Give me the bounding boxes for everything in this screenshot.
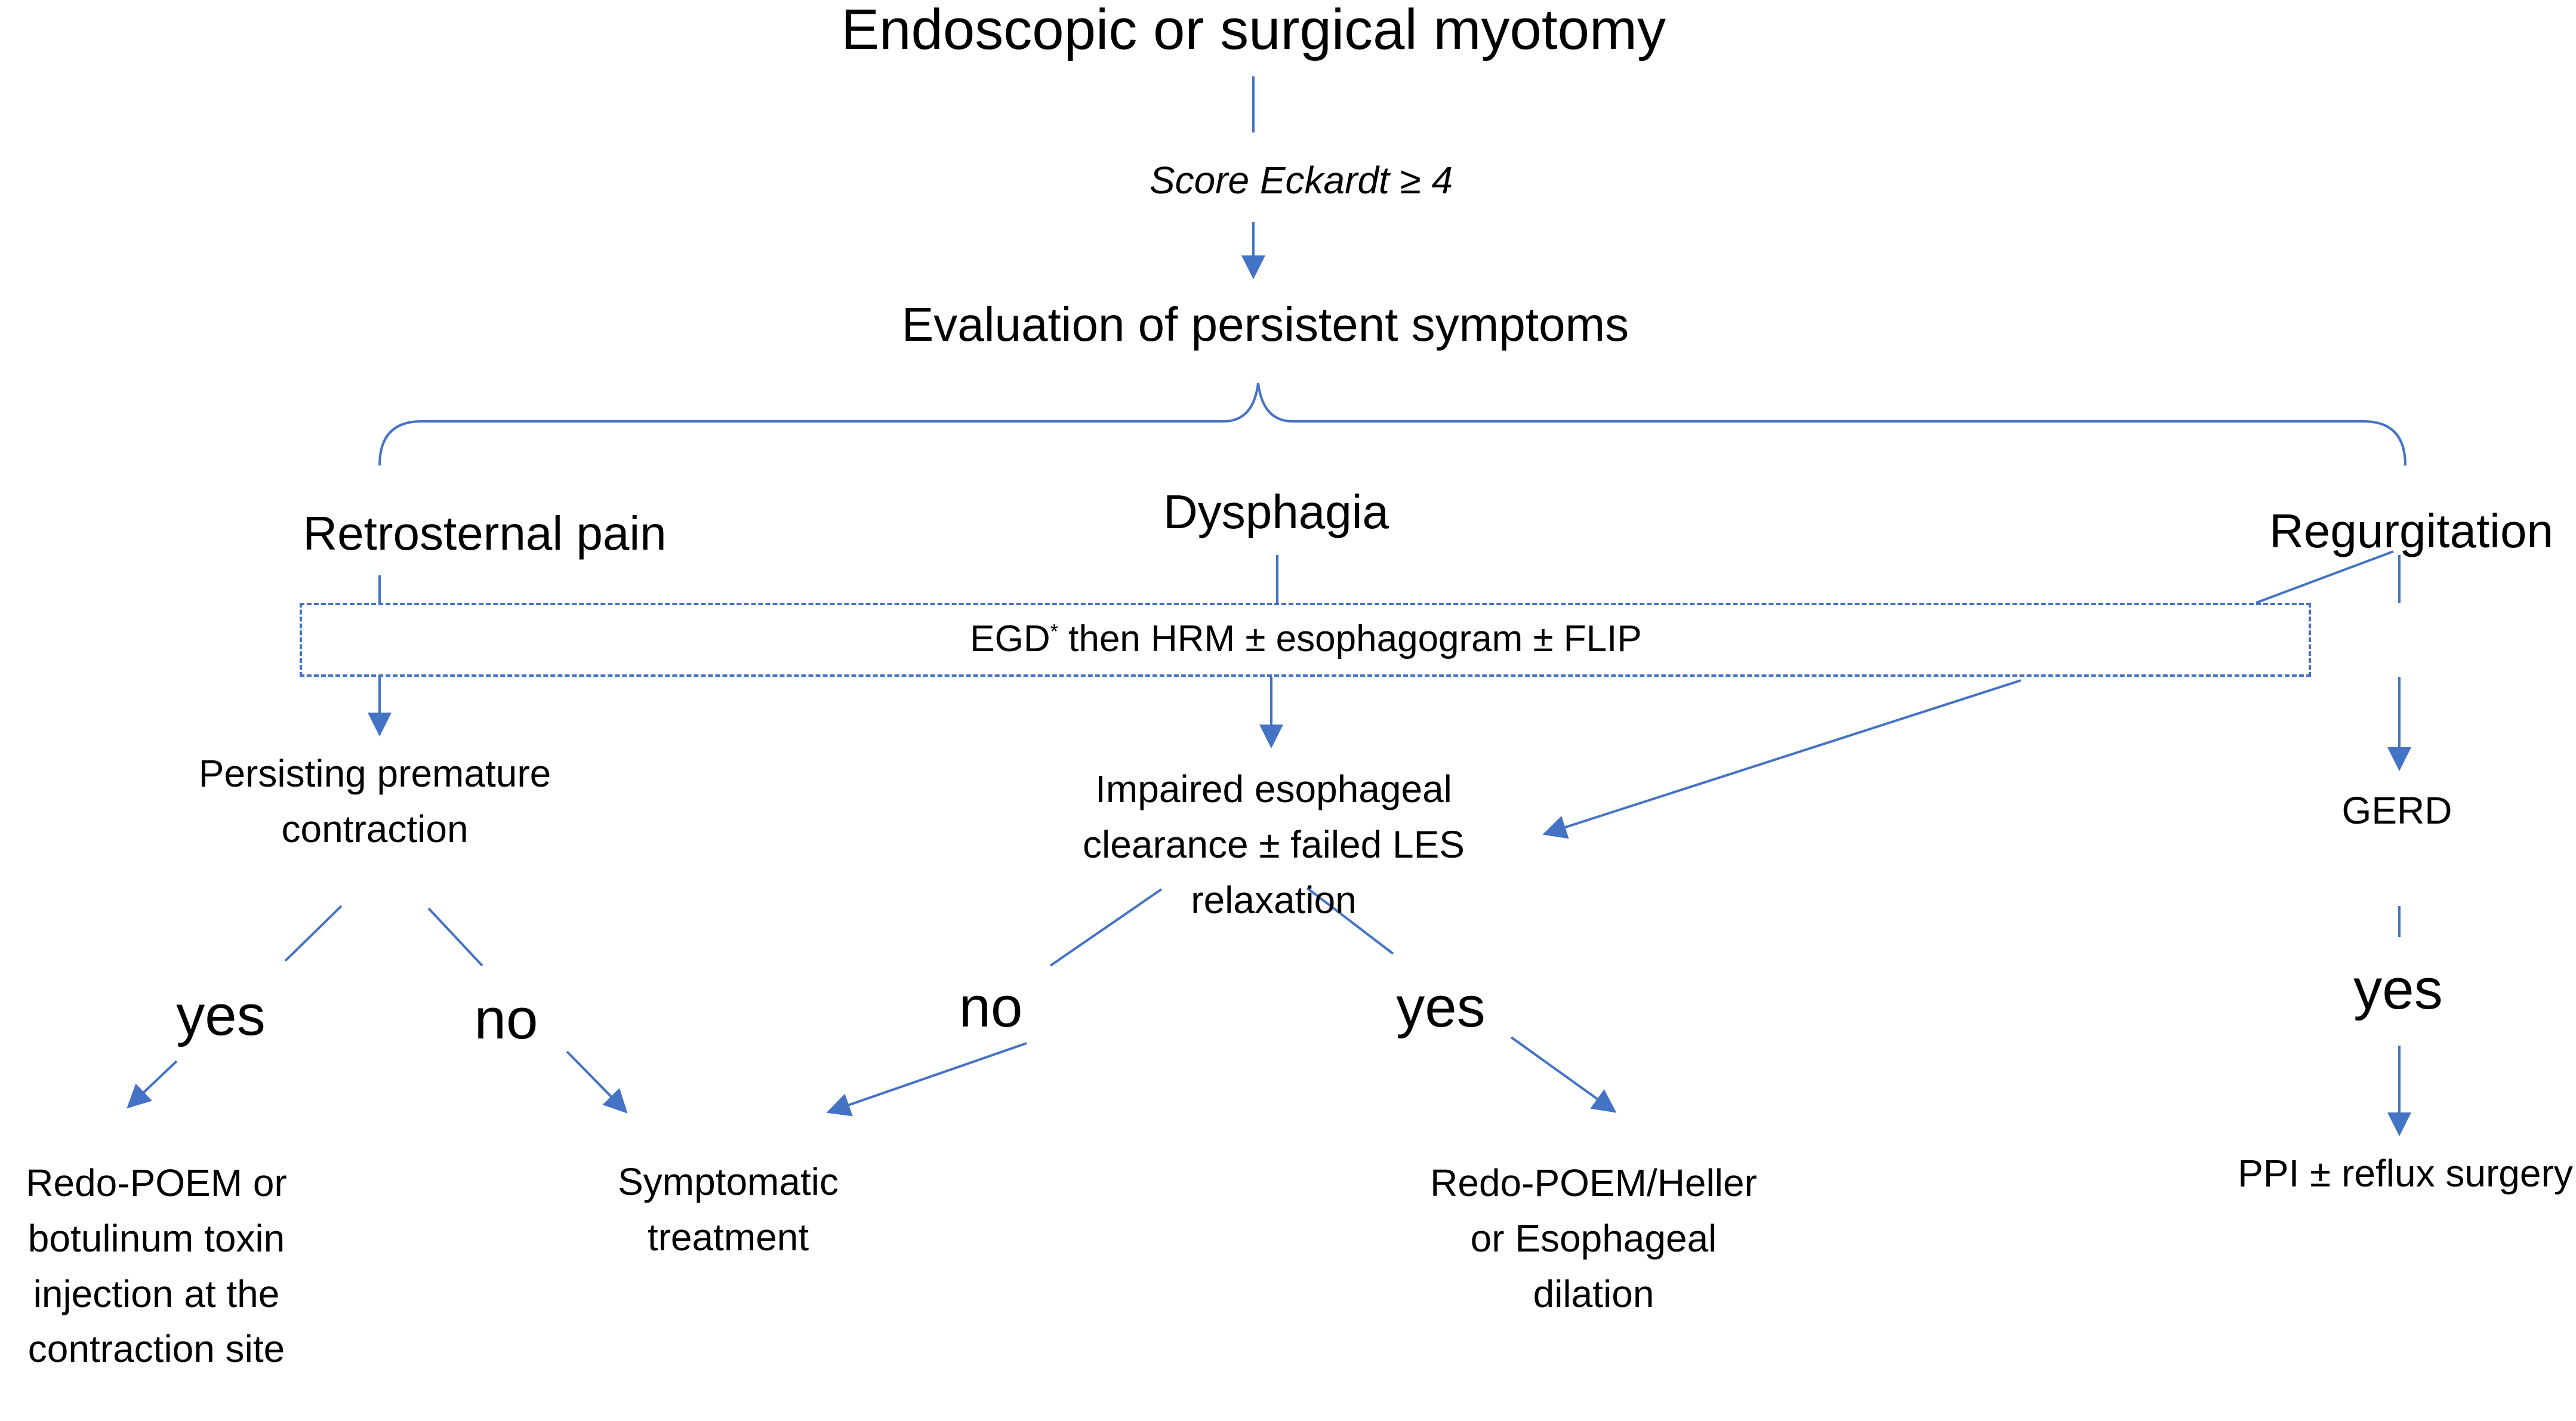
line-impaired-to-yes — [1306, 887, 1394, 955]
arrow-no-to-symptomatic-center — [826, 1042, 1027, 1117]
finding-gerd: GERD — [2341, 789, 2452, 832]
symptom-regurgitation: Regurgitation — [2269, 504, 2553, 557]
workup-box — [300, 603, 2311, 677]
branch-center-no: no — [959, 975, 1023, 1039]
line-premature-to-no — [427, 907, 483, 967]
branch-left-yes: yes — [176, 984, 266, 1047]
outcome-ppi-reflux-surgery: PPI ± reflux surgery — [2238, 1152, 2573, 1195]
line-impaired-to-no — [1049, 888, 1163, 967]
finding-impaired-clearance: Impaired esophageal clearance ± failed L… — [1083, 767, 1465, 921]
outcome-symptomatic-treatment: Symptomatic treatment — [618, 1160, 839, 1259]
score-label: Score Eckardt ≥ 4 — [1149, 159, 1453, 202]
arrow-workup-cross-to-impaired-clearance — [1542, 679, 2022, 839]
arrow-yes-to-redo-poem-botox — [127, 1060, 178, 1109]
outcome-redo-poem-botox: Redo-POEM or botulinum toxin injection a… — [26, 1161, 287, 1371]
branch-left-no: no — [474, 987, 538, 1051]
workup-rest: then HRM ± esophagogram ± FLIP — [1058, 618, 1642, 659]
arrow-yes-to-redo-heller — [1510, 1036, 1617, 1113]
diagram-title: Endoscopic or surgical myotomy — [841, 0, 1666, 61]
line-premature-to-yes — [284, 905, 343, 962]
workup-footnote-mark: * — [1050, 620, 1058, 643]
branch-right-yes: yes — [2353, 957, 2443, 1021]
workup-text: EGD* then HRM ± esophagogram ± FLIP — [970, 617, 1641, 661]
symptom-brace — [378, 383, 2406, 466]
arrow-no-to-symptomatic-left — [566, 1050, 628, 1114]
connector-regurgitation-diagonal — [2255, 550, 2394, 604]
workup-prefix: EGD — [970, 618, 1050, 659]
branch-center-yes: yes — [1396, 975, 1486, 1039]
symptom-retrosternal-pain: Retrosternal pain — [303, 507, 667, 560]
evaluation-label: Evaluation of persistent symptoms — [901, 298, 1629, 351]
outcome-redo-heller-or-dilation: Redo-POEM/Heller or Esophageal dilation — [1430, 1161, 1757, 1315]
finding-premature-contraction: Persisting premature contraction — [198, 752, 551, 850]
symptom-dysphagia: Dysphagia — [1163, 485, 1389, 538]
